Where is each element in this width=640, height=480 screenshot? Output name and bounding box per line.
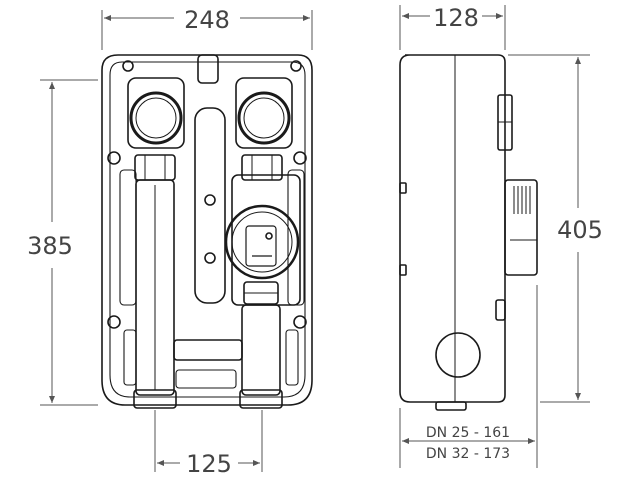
dim-bottom-spacing: 125 bbox=[186, 450, 232, 478]
dim-side-height: 405 bbox=[557, 216, 603, 244]
pump-motor bbox=[224, 204, 300, 280]
mounting-hole bbox=[290, 60, 302, 72]
dimension-lines bbox=[40, 5, 590, 472]
pump-fins bbox=[504, 179, 538, 276]
pump-housing bbox=[231, 174, 301, 306]
left-outlet bbox=[133, 389, 177, 409]
mounting-hole bbox=[107, 315, 121, 329]
left-nut bbox=[134, 154, 176, 181]
crossbar bbox=[173, 339, 243, 361]
dim-front-width: 248 bbox=[184, 6, 230, 34]
dim-front-height: 385 bbox=[27, 232, 73, 260]
right-pipe bbox=[241, 304, 281, 396]
dim-side-depth: 128 bbox=[433, 4, 479, 32]
right-valve-body bbox=[235, 77, 293, 149]
right-valve-port bbox=[237, 91, 291, 145]
top-slot bbox=[197, 54, 219, 84]
right-nut bbox=[241, 154, 283, 181]
left-valve-port bbox=[129, 91, 183, 145]
side-outlet bbox=[435, 332, 481, 378]
front-inner-outline bbox=[109, 61, 306, 398]
dim-model-note-2: DN 32 - 173 bbox=[426, 446, 510, 462]
right-outlet bbox=[239, 389, 283, 409]
dim-model-note-1: DN 25 - 161 bbox=[426, 425, 510, 441]
mounting-hole bbox=[293, 315, 307, 329]
left-valve-body bbox=[127, 77, 185, 149]
mounting-hole bbox=[293, 151, 307, 165]
central-manifold bbox=[194, 107, 226, 304]
pump-terminal-box bbox=[245, 225, 277, 267]
mounting-hole bbox=[122, 60, 134, 72]
front-housing-outline bbox=[101, 54, 313, 406]
side-view bbox=[399, 54, 538, 411]
side-housing-outline bbox=[399, 54, 506, 403]
mounting-hole bbox=[107, 151, 121, 165]
front-view bbox=[101, 54, 313, 409]
